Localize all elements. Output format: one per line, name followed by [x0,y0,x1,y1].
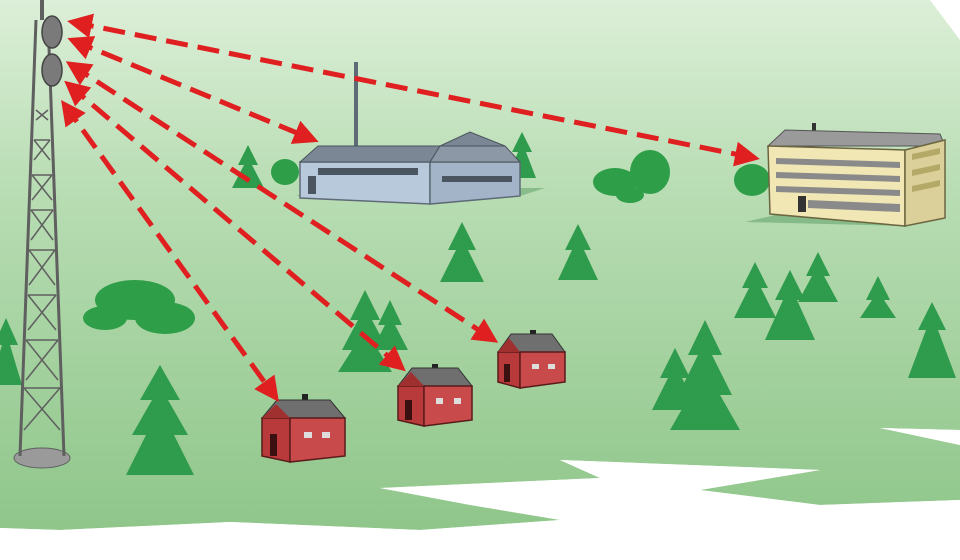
antenna-dish [41,53,63,87]
house [497,330,566,389]
tree [860,276,896,318]
tree [0,318,22,385]
tree [765,270,815,340]
tree [908,302,956,378]
wireless-links [61,13,760,403]
tree [652,348,698,410]
house [260,394,347,463]
snow-patch [880,428,960,445]
link-to-house-1 [61,99,279,403]
snow-patch [0,460,960,560]
apartment-building [745,123,946,227]
tree [798,252,838,302]
tree [558,224,598,280]
antenna-dish [41,15,63,49]
house [396,364,474,427]
tree [126,365,194,475]
tree [734,262,776,318]
